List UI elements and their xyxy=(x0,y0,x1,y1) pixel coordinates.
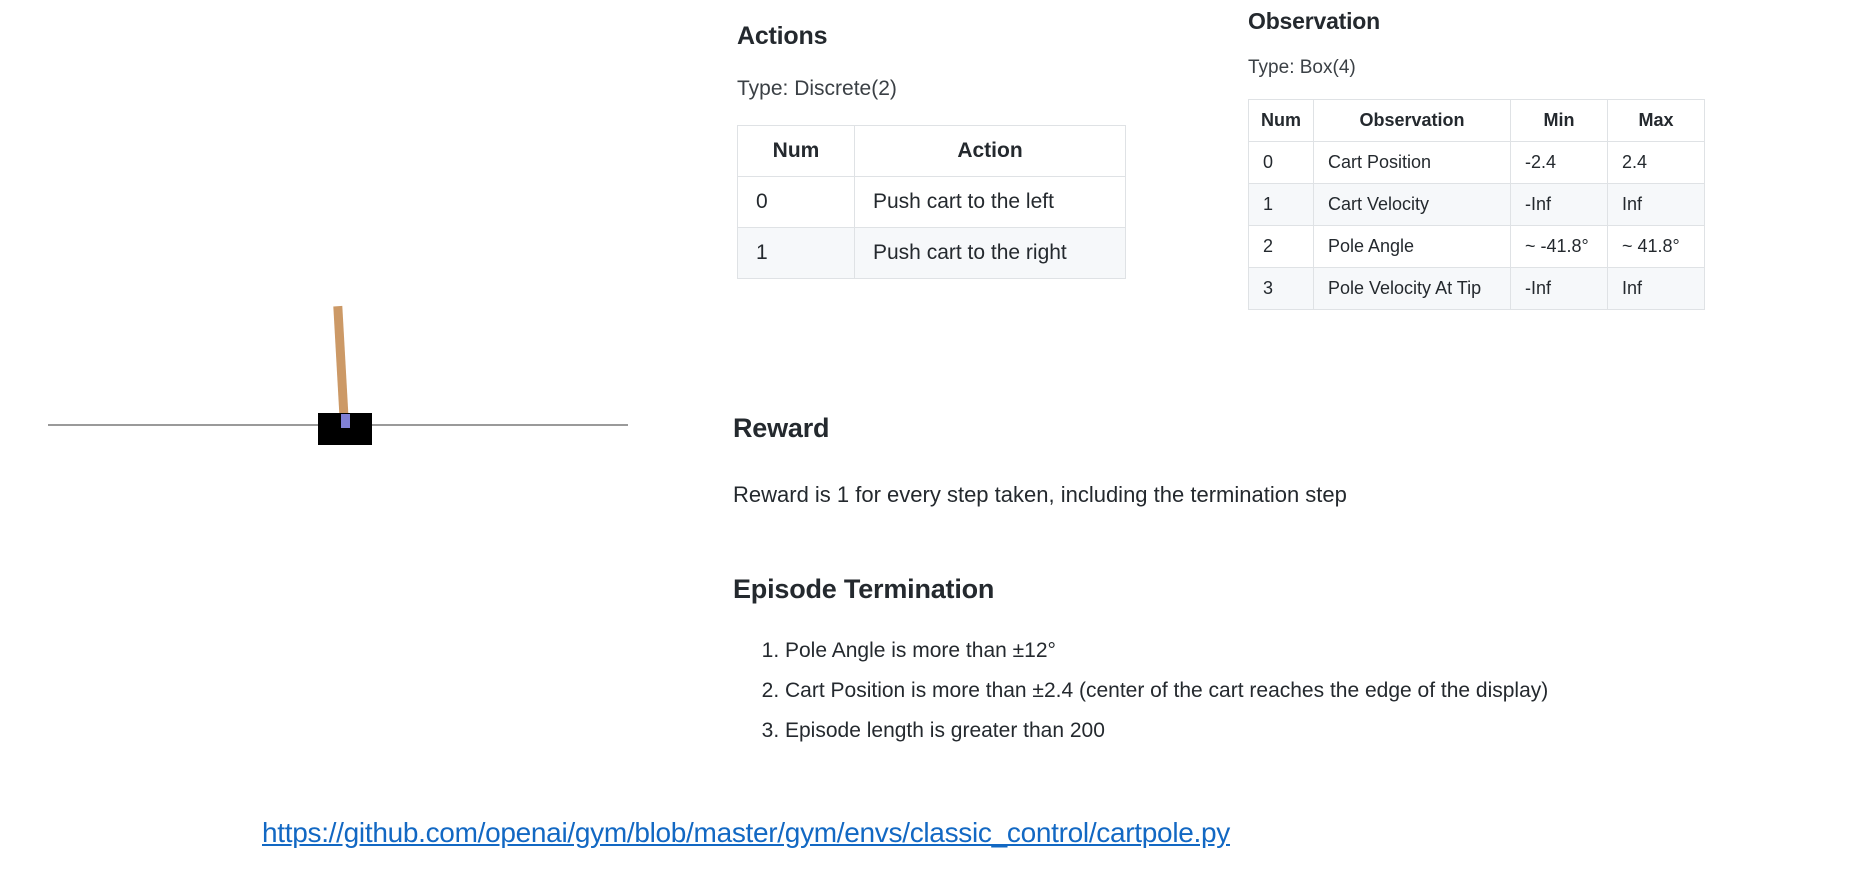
actions-section: Actions Type: Discrete(2) Num Action 0 P… xyxy=(737,22,1207,279)
table-row: 0 Cart Position -2.4 2.4 xyxy=(1248,141,1705,184)
observation-row-2-min: ~ -41.8° xyxy=(1510,225,1608,268)
table-header-row: Num Observation Min Max xyxy=(1248,99,1705,142)
termination-heading: Episode Termination xyxy=(733,574,995,604)
list-item: Pole Angle is more than ±12° xyxy=(785,639,1843,663)
observation-row-2-name: Pole Angle xyxy=(1313,225,1511,268)
table-row: 1 Cart Velocity -Inf Inf xyxy=(1248,183,1705,226)
pole-icon xyxy=(333,305,349,427)
observation-row-0-max: 2.4 xyxy=(1607,141,1705,184)
observation-row-3-min: -Inf xyxy=(1510,267,1608,310)
termination-section: Episode Termination Pole Angle is more t… xyxy=(733,574,1843,759)
observation-row-3-max: Inf xyxy=(1607,267,1705,310)
observation-row-0-num: 0 xyxy=(1248,141,1314,184)
observation-row-3-num: 3 xyxy=(1248,267,1314,310)
reward-heading: Reward xyxy=(733,413,830,443)
reward-text: Reward is 1 for every step taken, includ… xyxy=(733,482,1347,507)
reward-section: Reward Reward is 1 for every step taken,… xyxy=(733,413,1833,508)
list-item: Episode length is greater than 200 xyxy=(785,719,1843,743)
actions-table: Num Action 0 Push cart to the left 1 Pus… xyxy=(737,125,1126,279)
observation-row-1-num: 1 xyxy=(1248,183,1314,226)
actions-row-0-action: Push cart to the left xyxy=(854,176,1126,228)
observation-row-2-num: 2 xyxy=(1248,225,1314,268)
observation-col-min: Min xyxy=(1510,99,1608,142)
observation-row-0-name: Cart Position xyxy=(1313,141,1511,184)
termination-list: Pole Angle is more than ±12° Cart Positi… xyxy=(733,639,1843,743)
actions-row-0-num: 0 xyxy=(737,176,855,228)
observation-row-2-max: ~ 41.8° xyxy=(1607,225,1705,268)
observation-row-1-name: Cart Velocity xyxy=(1313,183,1511,226)
actions-row-1-num: 1 xyxy=(737,227,855,279)
actions-col-action: Action xyxy=(854,125,1126,177)
cartpole-render xyxy=(0,0,640,760)
table-row: 0 Push cart to the left xyxy=(737,176,1126,228)
table-row: 2 Pole Angle ~ -41.8° ~ 41.8° xyxy=(1248,225,1705,268)
observation-table: Num Observation Min Max 0 Cart Position … xyxy=(1248,99,1705,310)
observation-row-1-max: Inf xyxy=(1607,183,1705,226)
actions-row-1-action: Push cart to the right xyxy=(854,227,1126,279)
observation-col-max: Max xyxy=(1607,99,1705,142)
observation-row-3-name: Pole Velocity At Tip xyxy=(1313,267,1511,310)
observation-col-observation: Observation xyxy=(1313,99,1511,142)
observation-section: Observation Type: Box(4) Num Observation… xyxy=(1248,8,1808,310)
observation-row-0-min: -2.4 xyxy=(1510,141,1608,184)
axle-icon xyxy=(341,414,350,428)
observation-heading: Observation xyxy=(1248,8,1381,34)
observation-row-1-min: -Inf xyxy=(1510,183,1608,226)
table-row: 3 Pole Velocity At Tip -Inf Inf xyxy=(1248,267,1705,310)
observation-type-line: Type: Box(4) xyxy=(1248,57,1356,78)
table-header-row: Num Action xyxy=(737,125,1126,177)
actions-type-line: Type: Discrete(2) xyxy=(737,77,897,100)
table-row: 1 Push cart to the right xyxy=(737,227,1126,279)
actions-col-num: Num xyxy=(737,125,855,177)
actions-heading: Actions xyxy=(737,22,828,50)
list-item: Cart Position is more than ±2.4 (center … xyxy=(785,679,1843,703)
source-code-link[interactable]: https://github.com/openai/gym/blob/maste… xyxy=(262,817,1230,848)
observation-col-num: Num xyxy=(1248,99,1314,142)
